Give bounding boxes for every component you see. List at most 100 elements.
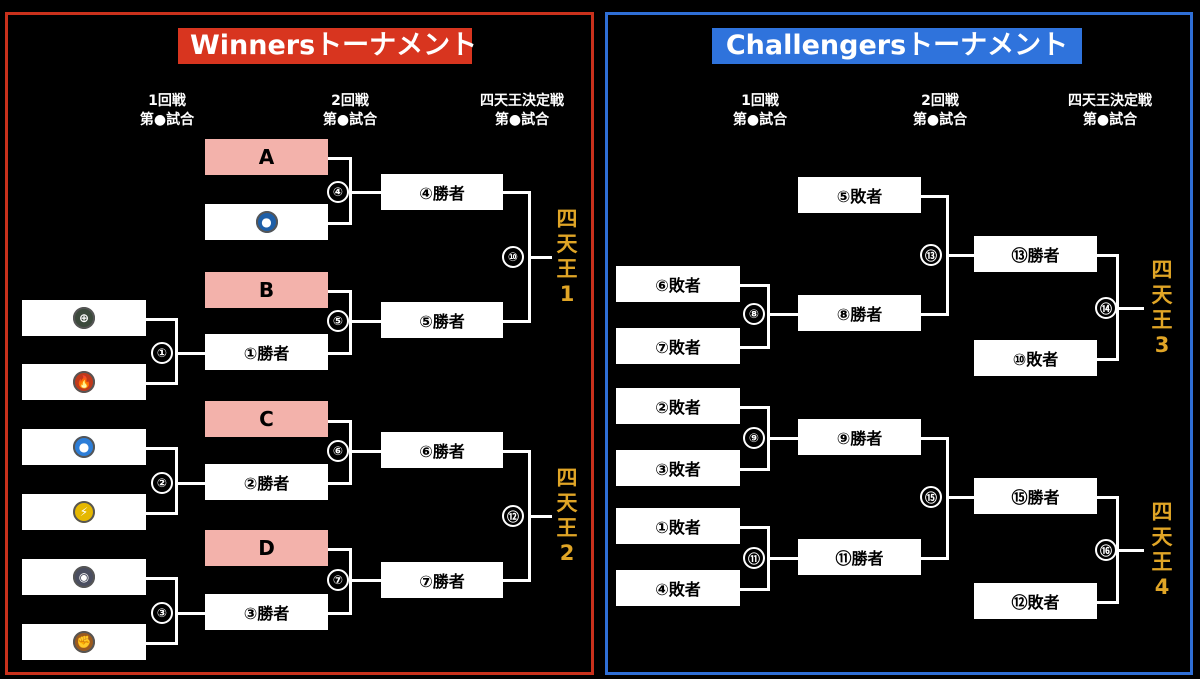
header-line: 四天王決定戦 [480, 93, 564, 109]
bracket-line [349, 191, 381, 194]
bracket-line [328, 482, 352, 485]
final-char: 王 [556, 516, 578, 540]
match-number-badge: ⑮ [920, 486, 942, 508]
bracket-slot: ②敗者 [616, 388, 740, 424]
bracket-line [528, 256, 552, 259]
bracket-line [921, 437, 949, 440]
bracket-line [1116, 549, 1144, 552]
bracket-slot: ⑤敗者 [798, 177, 921, 213]
bracket-line [175, 482, 205, 485]
bracket-line [175, 352, 205, 355]
final-char: 4 [1154, 575, 1170, 599]
bracket-slot: ⑤勝者 [381, 302, 503, 338]
bracket-slot: ⑦敗者 [616, 328, 740, 364]
bracket-line [146, 447, 178, 450]
bracket-line [503, 320, 531, 323]
final-char: 王 [1151, 308, 1173, 332]
bracket-line [146, 642, 178, 645]
bracket-line [146, 512, 178, 515]
bracket-line [740, 588, 770, 591]
bracket-line [328, 157, 352, 160]
winners-final-header: 四天王決定戦 第●試合 [462, 92, 582, 130]
dark-water-type-icon: ● [255, 211, 278, 233]
bracket-line [328, 612, 352, 615]
header-line: 第●試合 [139, 112, 195, 128]
electric-type-icon: ⚡ [73, 501, 95, 523]
bracket-slot: ⑮勝者 [974, 478, 1097, 514]
bracket-line [921, 557, 949, 560]
bracket-line [328, 290, 352, 293]
bracket-line [328, 352, 352, 355]
bracket-line [740, 284, 770, 287]
header-line: 四天王決定戦 [1068, 93, 1152, 109]
final-label-1: 四 天 王 1 [547, 207, 587, 307]
final-char: 四 [556, 207, 578, 231]
bracket-slot: ⑧勝者 [798, 295, 921, 331]
entrant-slot: ● [205, 204, 328, 240]
bracket-slot: ⑥勝者 [381, 432, 503, 468]
final-label-2: 四 天 王 2 [547, 466, 587, 566]
water-type-icon: ● [73, 436, 95, 458]
final-char: 天 [1151, 525, 1173, 549]
bracket-slot: ⑩敗者 [974, 340, 1097, 376]
bracket-line [528, 515, 552, 518]
match-number-badge: ① [151, 342, 173, 364]
final-label-4: 四 天 王 4 [1142, 500, 1182, 600]
match-number-badge: ⑯ [1095, 539, 1117, 561]
challengers-round2-header: 2回戦 第●試合 [895, 92, 985, 130]
challengers-round1-header: 1回戦 第●試合 [715, 92, 805, 130]
bracket-line [1097, 358, 1119, 361]
challengers-bracket-panel [605, 12, 1193, 675]
bracket-line [328, 222, 352, 225]
final-char: 王 [556, 257, 578, 281]
match-number-badge: ⑩ [502, 246, 524, 268]
winners-round1-header: 1回戦 第●試合 [122, 92, 212, 130]
header-line: 2回戦 [331, 93, 369, 109]
challengers-final-header: 四天王決定戦 第●試合 [1050, 92, 1170, 130]
bracket-line [1097, 601, 1119, 604]
header-line: 第●試合 [494, 112, 550, 128]
bracket-line [175, 612, 205, 615]
final-label-3: 四 天 王 3 [1142, 258, 1182, 358]
header-line: 第●試合 [322, 112, 378, 128]
entrant-slot: ◉ [22, 559, 146, 595]
bracket-line [767, 437, 798, 440]
fire-type-icon: 🔥 [73, 371, 95, 393]
match-number-badge: ⑤ [327, 310, 349, 332]
bracket-slot: ①敗者 [616, 508, 740, 544]
entrant-slot: ✊ [22, 624, 146, 660]
bracket-line [175, 447, 178, 515]
final-char: 四 [556, 466, 578, 490]
match-number-badge: ⑪ [743, 547, 765, 569]
seed-slot-d: D [205, 530, 328, 566]
final-char: 天 [556, 491, 578, 515]
bracket-line [740, 526, 770, 529]
header-line: 第●試合 [732, 112, 788, 128]
entrant-slot: ● [22, 429, 146, 465]
bracket-line [1097, 496, 1119, 499]
bracket-slot: ①勝者 [205, 334, 328, 370]
bracket-slot: ⑨勝者 [798, 419, 921, 455]
bracket-line [328, 420, 352, 423]
header-line: 第●試合 [912, 112, 968, 128]
bracket-line [767, 284, 770, 349]
entrant-slot: ⚡ [22, 494, 146, 530]
bracket-line [740, 406, 770, 409]
bracket-line [146, 318, 178, 321]
fighting-type-icon: ✊ [73, 631, 95, 653]
bracket-line [503, 450, 531, 453]
final-char: 2 [559, 541, 575, 565]
winners-round2-header: 2回戦 第●試合 [305, 92, 395, 130]
final-char: 1 [559, 282, 575, 306]
bracket-slot: ③敗者 [616, 450, 740, 486]
final-char: 3 [1154, 333, 1170, 357]
seed-slot-b: B [205, 272, 328, 308]
final-char: 四 [1151, 258, 1173, 282]
final-char: 天 [1151, 283, 1173, 307]
bracket-line [740, 346, 770, 349]
bracket-line [1097, 254, 1119, 257]
bracket-line [921, 195, 949, 198]
header-line: 1回戦 [148, 93, 186, 109]
bracket-line [349, 450, 381, 453]
entrant-slot: ⊕ [22, 300, 146, 336]
